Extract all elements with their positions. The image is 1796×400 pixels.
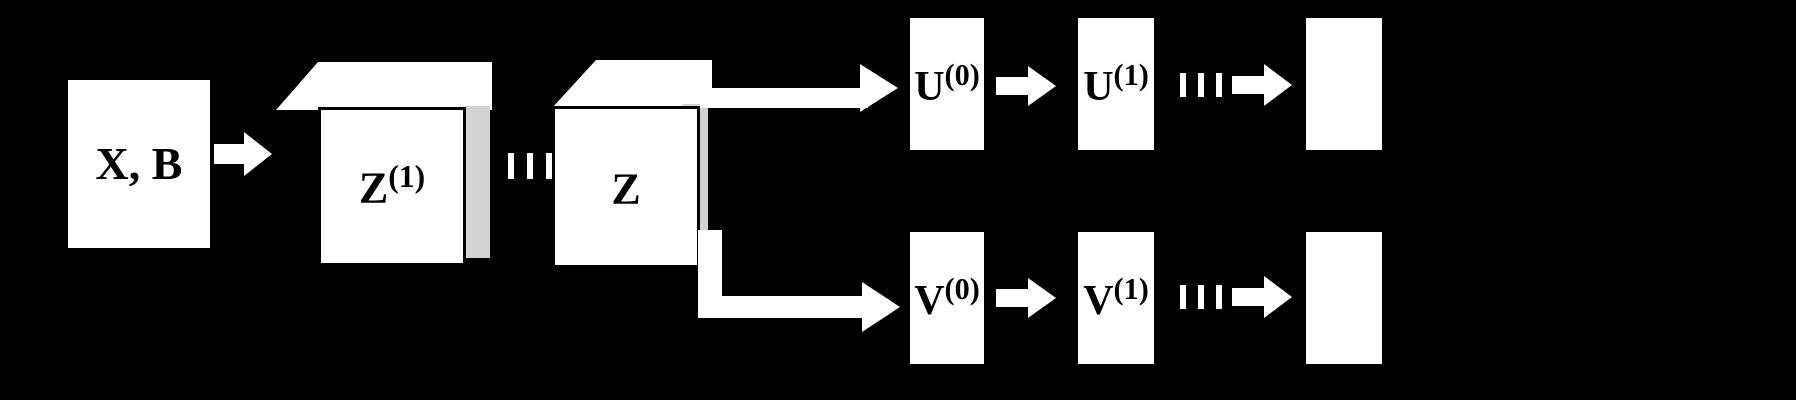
block-u1-label: U(1) (1083, 58, 1149, 110)
ellipsis-z1-to-z (508, 152, 556, 180)
block-input-xb: X, B (68, 80, 210, 248)
block-v0: V(0) (910, 232, 984, 364)
block-v1: V(1) (1078, 232, 1154, 364)
arrow-z-to-u0 (700, 64, 898, 112)
block-z1-cube-top (276, 62, 492, 110)
block-z-front: Z (552, 106, 700, 268)
arrow-z-to-v0-stem (698, 230, 722, 300)
arrow-input-to-z1 (214, 132, 272, 176)
arrow-v0-to-v1 (996, 278, 1058, 318)
arrow-z-to-v0 (698, 230, 900, 350)
block-z1-cube-side (464, 106, 490, 258)
ellipsis-u-row (1180, 72, 1224, 98)
arrow-z-to-v0-bar (698, 296, 870, 318)
block-z-label: Z (611, 164, 641, 214)
block-u0-label: U(0) (914, 58, 980, 110)
block-u1: U(1) (1078, 18, 1154, 150)
block-v1-label: V(1) (1083, 272, 1149, 324)
block-z1-cube-front: Z(1) (318, 107, 466, 266)
block-input-xb-label: X, B (95, 138, 183, 189)
arrow-v1-to-vlast (1232, 276, 1294, 318)
block-v0-label: V(0) (914, 272, 980, 324)
block-v-last (1306, 232, 1382, 364)
block-z1-cube: Z(1) (276, 62, 492, 274)
block-u0: U(0) (910, 18, 984, 150)
block-z1-label: Z(1) (358, 159, 426, 213)
ellipsis-v-row (1180, 284, 1224, 310)
arrow-u1-to-ulast (1232, 64, 1294, 106)
block-z-cube-top (552, 60, 712, 108)
arrow-u0-to-u1 (996, 66, 1058, 106)
block-u-last (1306, 18, 1382, 150)
